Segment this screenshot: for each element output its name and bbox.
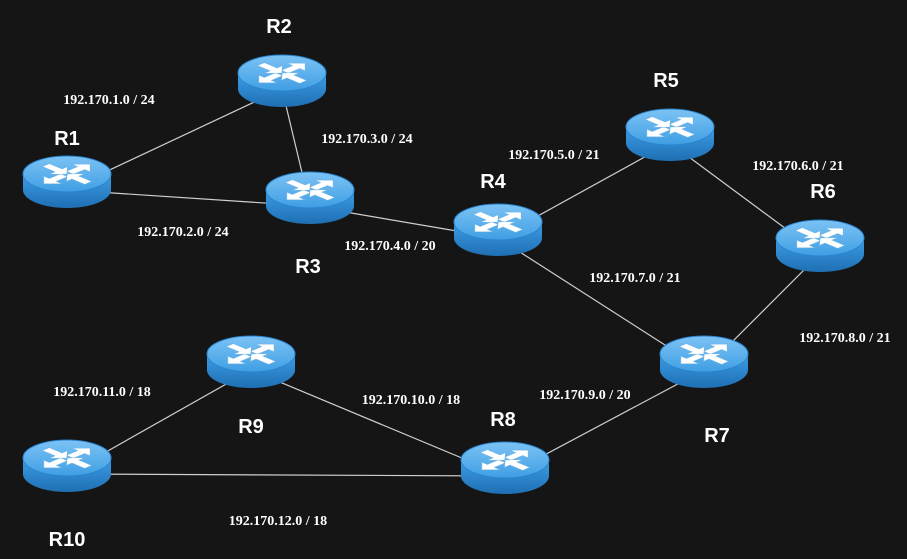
network-label-r10-r9: 192.170.11.0 / 18 [53, 385, 151, 400]
router-r7[interactable] [659, 335, 749, 388]
router-r1[interactable] [22, 155, 112, 208]
router-label-r1: R1 [54, 128, 80, 150]
network-label-r1-r3: 192.170.2.0 / 24 [137, 225, 228, 240]
router-arrows-icon [41, 447, 93, 469]
router-label-r8: R8 [490, 409, 516, 431]
router-arrows-icon [256, 62, 308, 84]
router-r10[interactable] [22, 439, 112, 492]
router-label-r10: R10 [49, 529, 86, 551]
labels-layer: 192.170.1.0 / 24 192.170.2.0 / 24 192.170.… [49, 16, 891, 551]
link-r10-r8 [66, 473, 506, 477]
router-label-r5: R5 [653, 70, 679, 92]
routers-layer [22, 54, 865, 494]
router-label-r7: R7 [704, 425, 730, 447]
network-label-r7-r8: 192.170.9.0 / 20 [539, 388, 630, 403]
router-label-r4: R4 [480, 171, 506, 193]
router-label-r6: R6 [810, 181, 836, 203]
router-arrows-icon [644, 116, 696, 138]
router-label-r9: R9 [238, 416, 264, 438]
network-label-r10-r8: 192.170.12.0 / 18 [229, 514, 327, 529]
router-label-r2: R2 [266, 16, 292, 38]
router-label-r3: R3 [295, 256, 321, 278]
router-arrows-icon [472, 211, 524, 233]
router-r6[interactable] [775, 219, 865, 272]
network-label-r4-r7: 192.170.7.0 / 21 [589, 271, 680, 286]
router-arrows-icon [678, 343, 730, 365]
network-label-r4-r5: 192.170.5.0 / 21 [508, 148, 599, 163]
network-label-r5-r6: 192.170.6.0 / 21 [752, 159, 843, 174]
router-r2[interactable] [237, 54, 327, 107]
router-r8[interactable] [460, 441, 550, 494]
network-label-r9-r8: 192.170.10.0 / 18 [362, 393, 460, 408]
router-r4[interactable] [453, 203, 543, 256]
network-label-r3-r4: 192.170.4.0 / 20 [344, 239, 435, 254]
network-label-r1-r2: 192.170.1.0 / 24 [63, 93, 154, 108]
router-arrows-icon [479, 449, 531, 471]
network-label-r2-r3: 192.170.3.0 / 24 [321, 132, 412, 147]
router-arrows-icon [794, 227, 846, 249]
router-arrows-icon [41, 163, 93, 185]
network-label-r6-r7: 192.170.8.0 / 21 [799, 331, 890, 346]
router-arrows-icon [284, 179, 336, 201]
router-r9[interactable] [206, 335, 296, 388]
router-r3[interactable] [265, 171, 355, 224]
router-r5[interactable] [625, 108, 715, 161]
router-arrows-icon [225, 343, 277, 365]
